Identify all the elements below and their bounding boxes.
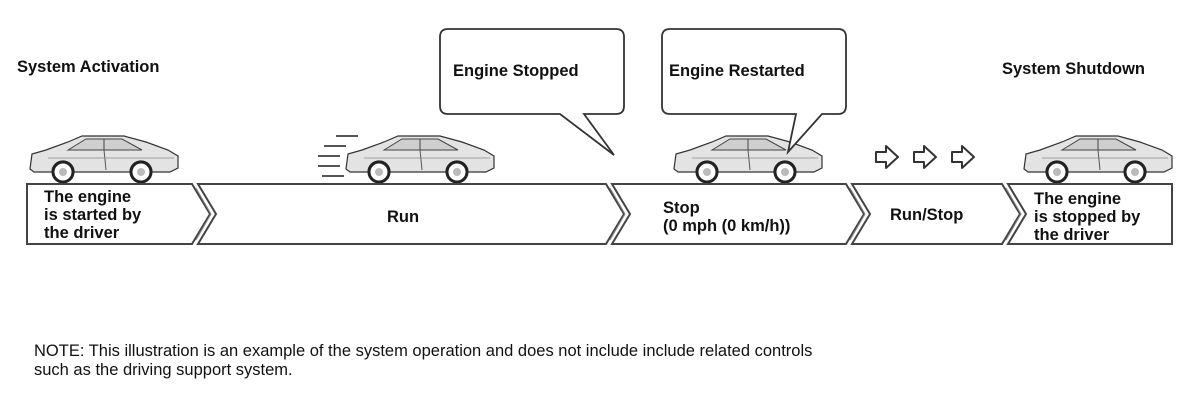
arrow-right-icon <box>875 145 899 169</box>
system-activation-label: System Activation <box>17 58 160 76</box>
stage-runstop-text: Run/Stop <box>890 206 964 224</box>
arrow-right-icon <box>913 145 937 169</box>
note-text: NOTE: This illustration is an example of… <box>34 342 813 379</box>
engine-stopped-text: Engine Stopped <box>453 62 579 80</box>
stage-stop-shape <box>610 183 866 245</box>
engine-restarted-text: Engine Restarted <box>669 62 805 80</box>
stage-runstop-shape <box>850 183 1022 245</box>
stage-stop-text: Stop (0 mph (0 km/h)) <box>663 199 791 235</box>
stage-run-text: Run <box>387 208 420 226</box>
car-start-icon <box>28 134 180 184</box>
stage-end-text: The engine is stopped by the driver <box>1034 190 1141 244</box>
stage-start-shape <box>26 183 212 245</box>
system-shutdown-label: System Shutdown <box>1002 60 1146 78</box>
engine-stopped-callout <box>439 28 625 156</box>
car-run-icon <box>344 134 496 184</box>
arrow-right-icon <box>951 145 975 169</box>
engine-restarted-callout <box>661 28 847 156</box>
stage-end-shape <box>1006 183 1173 245</box>
car-stop-icon <box>672 134 824 184</box>
stage-run-shape <box>196 183 626 245</box>
stage-start-text: The engine is started by the driver <box>44 188 142 242</box>
car-shutdown-icon <box>1022 134 1174 184</box>
motion-lines-icon <box>318 135 358 177</box>
